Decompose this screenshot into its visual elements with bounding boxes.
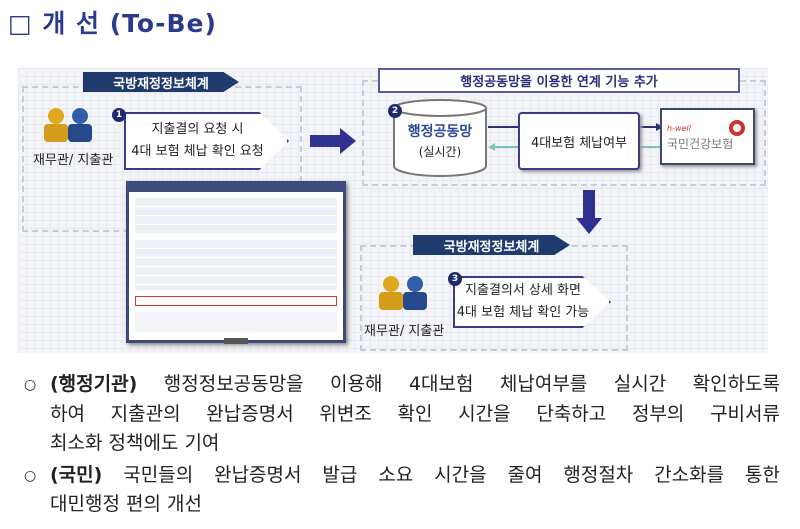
nhis-brand: h-well <box>667 124 691 133</box>
network-name: 행정공동망 <box>407 124 473 140</box>
step-number: 2 <box>388 104 402 118</box>
step3-line1: 지출결의서 상세 화면 <box>465 283 581 298</box>
step3-line2: 4대 보험 체납 확인 가능 <box>456 305 590 320</box>
bullet-line: 하여 지출관의 완납증명서 위변조 확인 시간을 단축하고 정부의 구비서류 <box>50 403 780 425</box>
step1-box: 지출결의 요청 시 4대 보험 체납 확인 요청 <box>124 112 289 170</box>
officials-icon <box>379 276 427 310</box>
step3-box: 지출결의서 상세 화면 4대 보험 체납 확인 가능 <box>453 276 611 328</box>
right-arrow-icon <box>310 128 356 154</box>
bullet-line: 최소화 정책에도 기여 <box>50 432 220 454</box>
step-number: 1 <box>112 108 126 122</box>
bullet-line: (행정기관) 행정정보공동망을 이용해 4대보험 체납여부를 실시간 확인하도록 <box>50 370 780 400</box>
system-banner: 국방재정정보체계 <box>83 72 239 92</box>
bullet-line: (국민) 국민들의 완납증명서 발급 소요 시간을 줄여 행정절차 간소화를 통… <box>50 461 780 491</box>
bullet-label: (행정기관) <box>50 373 138 395</box>
database-icon <box>393 99 487 177</box>
bullet-marker: ○ <box>24 468 37 484</box>
nhis-logo-icon <box>729 120 745 136</box>
network-title: 행정공동망을 이용한 연계 기능 추가 <box>378 68 740 93</box>
bullet-line: 대민행정 편의 개선 <box>50 493 202 515</box>
step1-line1: 지출결의 요청 시 <box>151 122 244 137</box>
step-number: 3 <box>448 272 462 286</box>
scroll-label: 4대보험 체납여부 <box>518 112 640 170</box>
bullet-text: 국민들의 완납증명서 발급 소요 시간을 줄여 행정절차 간소화를 통한 <box>123 464 780 486</box>
system-banner: 국방재정정보체계 <box>413 235 570 255</box>
actor-label: 재무관/ 지출관 <box>364 324 445 339</box>
detail-screen-thumbnail <box>126 181 346 344</box>
bullet-label: (국민) <box>50 464 103 486</box>
bullet-marker: ○ <box>24 377 37 393</box>
nhis-logo: h-well 국민건강보험 <box>660 108 755 165</box>
officials-icon <box>44 108 92 142</box>
network-sub: (실시간) <box>418 145 462 159</box>
nhis-name: 국민건강보험 <box>667 137 734 151</box>
bullet-text: 행정정보공동망을 이용해 4대보험 체납여부를 실시간 확인하도록 <box>163 373 781 395</box>
down-arrow-icon <box>576 190 602 234</box>
page-title: □ 개 선 (To-Be) <box>8 9 217 38</box>
step1-line2: 4대 보험 체납 확인 요청 <box>131 144 264 159</box>
actor-label: 재무관/ 지출관 <box>33 153 114 168</box>
